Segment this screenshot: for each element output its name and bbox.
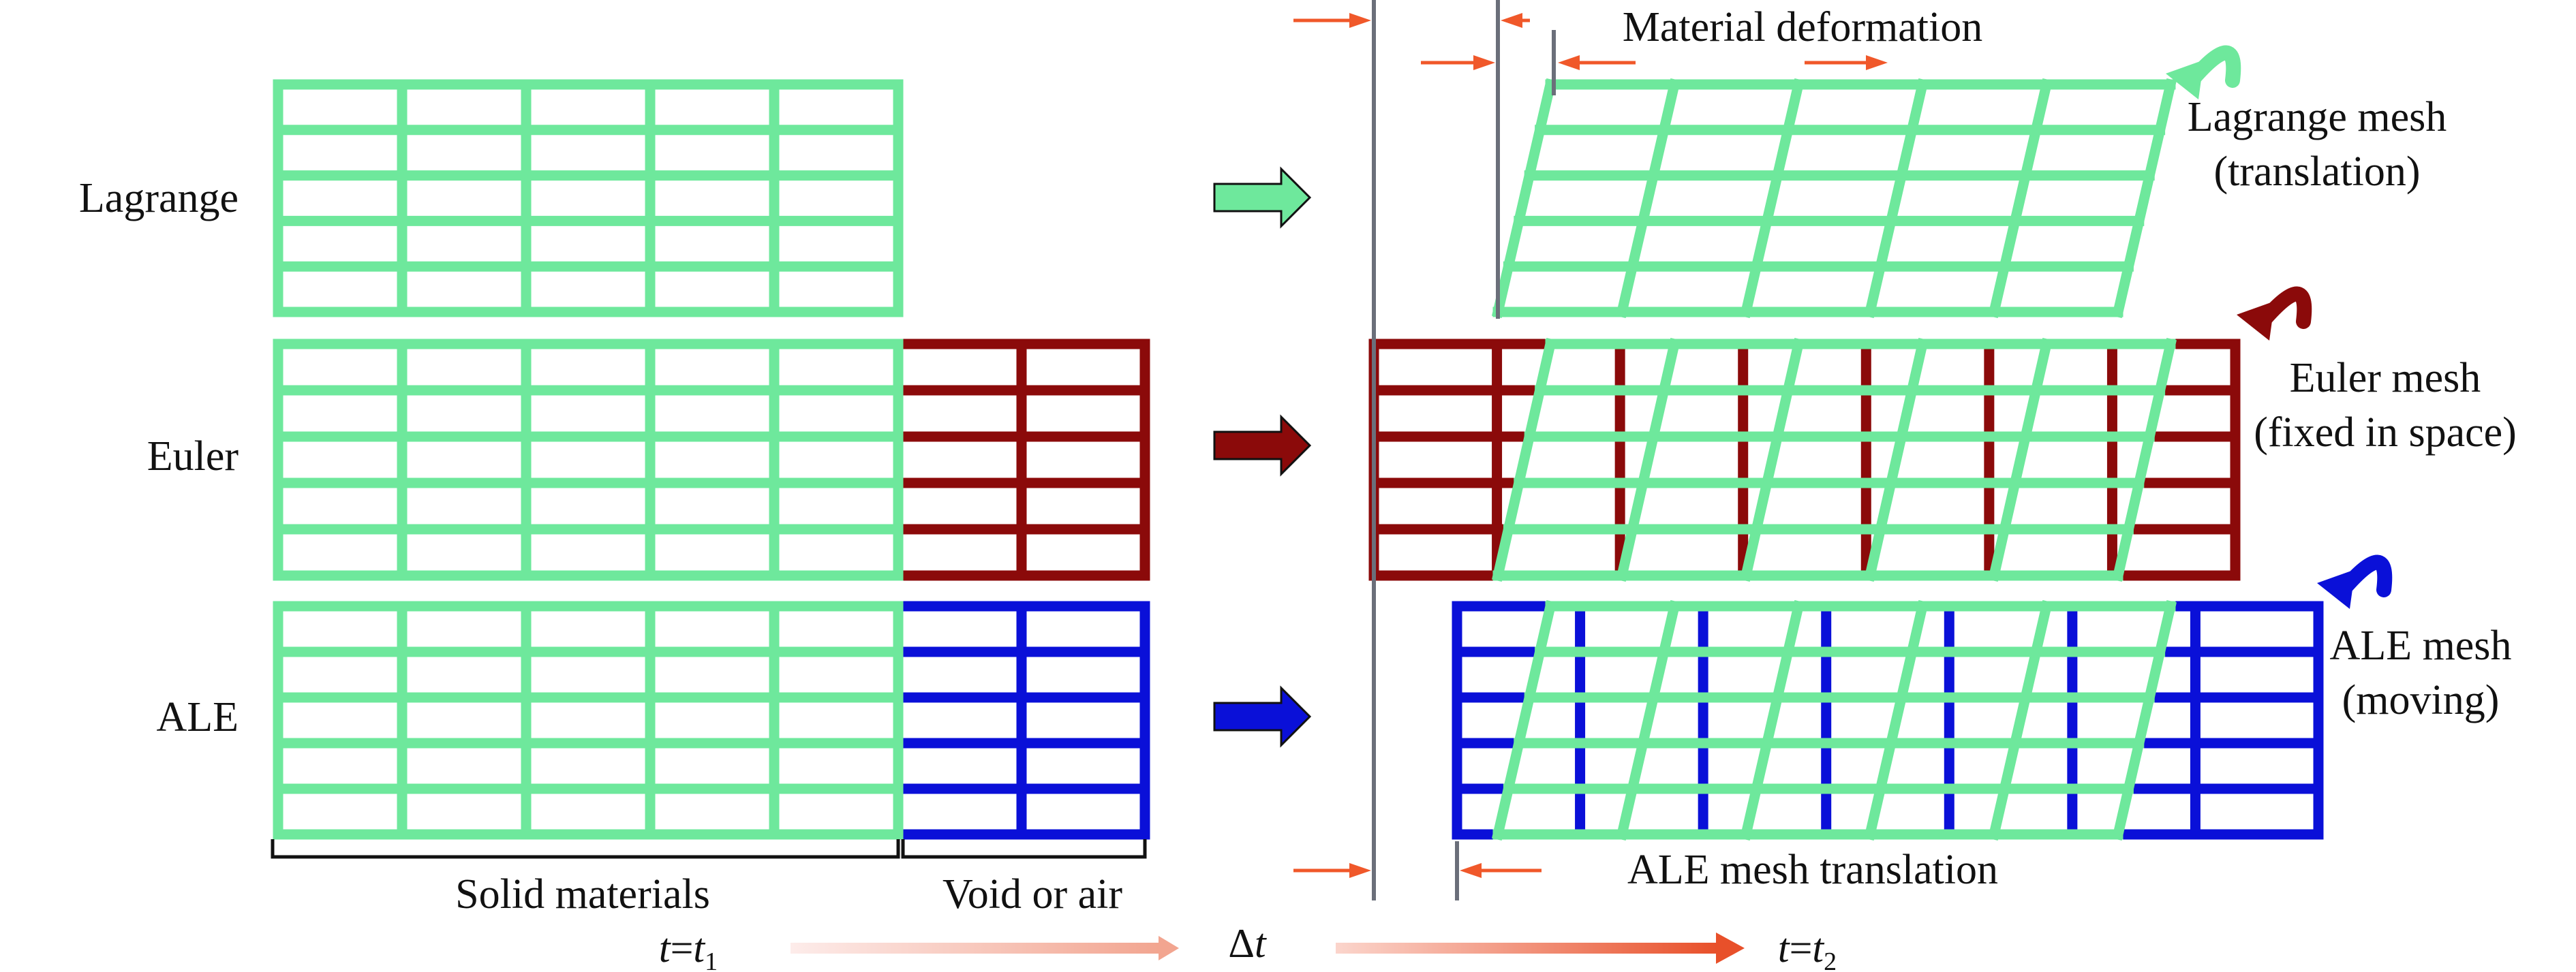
lagrange-rotate-icon — [2166, 45, 2241, 99]
row-label-lagrange: Lagrange — [79, 175, 239, 221]
time-label-delta-t: Δt — [1228, 921, 1267, 966]
delta-time-variable: t — [1255, 921, 1267, 966]
lagrange-mesh-initial — [273, 79, 904, 317]
time-arrow-first-segment — [791, 943, 1159, 954]
mesh-column-line — [1988, 78, 2053, 318]
mesh-column-line — [1864, 338, 1929, 582]
mesh-column-line — [1988, 338, 2053, 582]
lagrange-mesh-sublabel: (translation) — [2213, 148, 2420, 195]
time-variable: t — [1812, 926, 1824, 971]
mesh-column-line — [1616, 338, 1681, 582]
time-subscript-1: 1 — [705, 947, 718, 972]
dimension-arrows — [1293, 13, 1888, 878]
mesh-boundary-line — [2112, 338, 2177, 582]
material-on-ale-mesh — [1492, 600, 2177, 841]
dimension-arrow — [1421, 55, 1495, 70]
mesh-column-line — [1988, 600, 2053, 841]
delta-symbol: Δ — [1228, 921, 1255, 966]
time-variable: t — [1778, 926, 1790, 971]
mesh-column-line — [1864, 78, 1929, 318]
time-label-t1: t=t1 — [659, 926, 718, 972]
mesh-boundary-line — [1492, 600, 1557, 841]
material-on-euler-mesh — [1492, 338, 2177, 582]
material-deformation-label: Material deformation — [1623, 4, 1983, 50]
ale-mesh-void-region — [893, 601, 1150, 840]
ale-mesh-solid-region — [273, 601, 904, 840]
row-label-ale: ALE — [156, 694, 239, 740]
solid-materials-label: Solid materials — [455, 871, 710, 918]
mesh-boundary-line — [2112, 600, 2177, 841]
time-label-t2: t=t2 — [1778, 926, 1837, 972]
ale-rotate-icon — [2317, 554, 2393, 609]
lagrange-mesh-label: Lagrange mesh — [2188, 94, 2447, 140]
lagrange-mesh-deformed — [1492, 78, 2177, 318]
euler-transition-arrow — [1213, 414, 1312, 477]
dimension-arrow — [1501, 13, 1530, 28]
ale-mesh-moved — [1452, 601, 2324, 840]
lagrange-transition-arrow — [1213, 166, 1312, 229]
euler-mesh-solid-region — [273, 339, 904, 581]
void-or-air-label: Void or air — [942, 871, 1122, 918]
euler-rotate-icon — [2237, 286, 2312, 341]
mesh-column-line — [1616, 600, 1681, 841]
time-equals: = — [1790, 926, 1813, 971]
euler-mesh-void-region — [893, 339, 1150, 581]
time-arrow-second-segment — [1336, 943, 1717, 954]
euler-mesh-label: Euler mesh — [2290, 355, 2481, 401]
time-arrow-second-head — [1716, 932, 1745, 964]
time-variable: t — [659, 926, 671, 971]
mesh-column-line — [1740, 338, 1805, 582]
dimension-arrow — [1293, 13, 1371, 28]
dimension-arrow — [1558, 55, 1636, 70]
mesh-column-line — [1864, 600, 1929, 841]
mesh-boundary-line — [1492, 338, 1557, 582]
time-variable: t — [693, 926, 705, 971]
mesh-column-line — [1740, 600, 1805, 841]
ale-mesh-sublabel: (moving) — [2342, 677, 2500, 723]
euler-mesh-sublabel: (fixed in space) — [2254, 409, 2517, 456]
time-subscript-2: 2 — [1824, 947, 1837, 972]
time-arrow-first-head — [1159, 936, 1179, 960]
ale-mesh-label: ALE mesh — [2330, 623, 2512, 669]
ale-transition-arrow — [1213, 685, 1312, 748]
void-or-air-bracket — [901, 839, 1147, 859]
dimension-arrow — [1805, 55, 1888, 70]
mesh-boundary-line — [2112, 78, 2177, 318]
row-label-euler: Euler — [147, 433, 239, 480]
dimension-arrow — [1460, 863, 1542, 878]
dimension-arrow — [1293, 863, 1371, 878]
time-equals: = — [671, 926, 694, 971]
mesh-boundary-line — [1492, 78, 1557, 318]
solid-materials-bracket — [271, 839, 900, 859]
mesh-column-line — [1616, 78, 1681, 318]
mesh-column-line — [1740, 78, 1805, 318]
ale-mesh-translation-label: ALE mesh translation — [1627, 847, 1998, 893]
